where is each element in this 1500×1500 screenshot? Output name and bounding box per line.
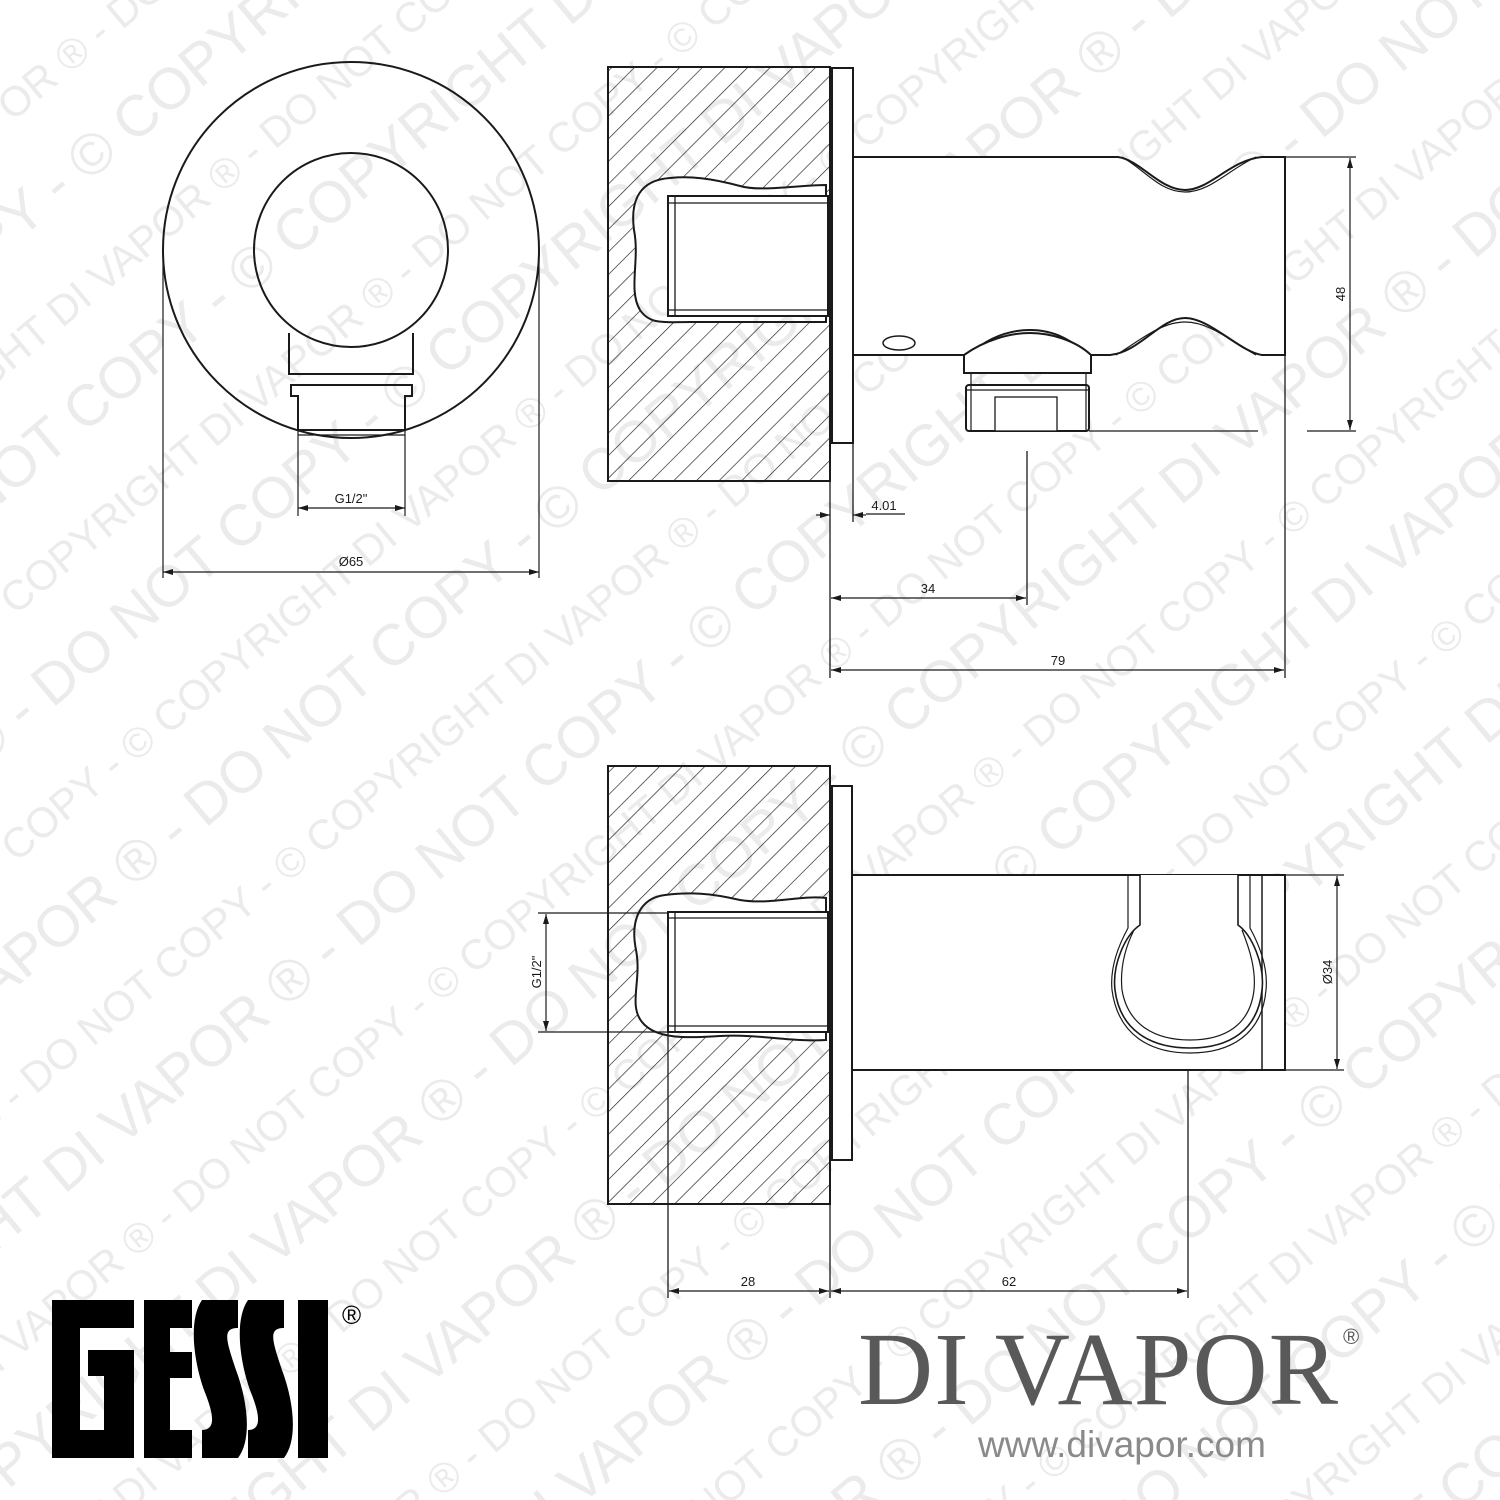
total-depth-label: 79 <box>1051 653 1065 668</box>
gessi-logo: ® <box>42 1290 402 1475</box>
screw-hole <box>882 335 916 351</box>
top-view <box>538 765 1344 1298</box>
flange-thickness-label: 4.01 <box>871 498 896 513</box>
u-holder <box>1113 874 1264 1049</box>
front-diameter-label: Ø65 <box>339 554 364 569</box>
outlet-neck <box>288 333 414 375</box>
divapor-wordmark: DI VAPOR® <box>858 1318 1478 1422</box>
holder-diameter-label: Ø34 <box>1320 960 1335 985</box>
top-thread-label: G1/2" <box>529 955 544 988</box>
recess-depth-label: 28 <box>741 1274 755 1289</box>
outlet-offset-label: 34 <box>921 581 935 596</box>
front-view <box>162 61 540 578</box>
outlet-cap <box>963 331 1092 374</box>
flange-top <box>831 785 853 1161</box>
body-outline <box>852 156 1286 356</box>
front-thread-label: G1/2" <box>335 491 368 506</box>
divapor-registered-mark: ® <box>1342 1324 1361 1349</box>
holder-ring <box>253 152 449 348</box>
faceplate-outline <box>162 61 540 439</box>
gessi-registered-mark: ® <box>342 1300 361 1330</box>
holder-offset-label: 62 <box>1002 1274 1016 1289</box>
flange <box>831 67 854 444</box>
divapor-logo: DI VAPOR® www.divapor.com <box>858 1318 1478 1466</box>
side-view <box>607 66 1356 678</box>
height-label: 48 <box>1333 287 1348 301</box>
divapor-name-text: DI VAPOR <box>858 1312 1339 1427</box>
divapor-url[interactable]: www.divapor.com <box>978 1424 1266 1465</box>
thread-collar <box>290 384 413 431</box>
